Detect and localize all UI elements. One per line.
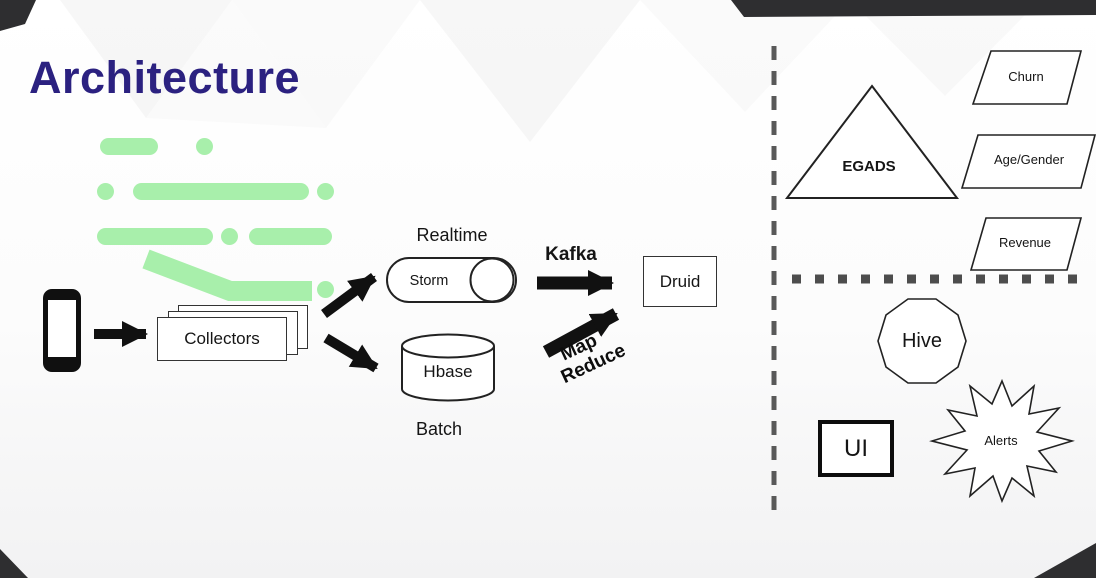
collectors-to-hbase-arrow — [323, 333, 379, 373]
alerts-label: Alerts — [984, 433, 1018, 448]
collectors-box: Collectors — [157, 317, 287, 361]
green-dot — [221, 228, 238, 245]
storm-cylinder — [386, 257, 517, 303]
egads-label: EGADS — [842, 158, 896, 175]
realtime-label: Realtime — [416, 225, 488, 245]
batch-label: Batch — [415, 419, 463, 439]
ui-label: UI — [844, 434, 868, 462]
slide-title: Architecture — [29, 52, 301, 103]
phone-icon — [43, 289, 81, 372]
age-gender-shape — [960, 134, 1096, 189]
egads-triangle — [784, 84, 960, 199]
age-gender-label: Age/Gender — [993, 152, 1065, 167]
alerts-burst — [929, 378, 1075, 504]
corner-decoration — [1034, 543, 1096, 578]
green-dot — [97, 183, 114, 200]
storm-label: Storm — [409, 273, 449, 289]
ui-box: UI — [818, 420, 894, 477]
corner-decoration — [0, 0, 36, 31]
druid-box: Druid — [643, 256, 717, 307]
green-bar — [133, 183, 309, 200]
green-bar — [100, 138, 158, 155]
corner-decoration — [0, 549, 28, 578]
druid-label: Druid — [659, 271, 701, 291]
churn-label: Churn — [1008, 69, 1044, 84]
churn-shape — [971, 50, 1083, 105]
revenue-shape — [969, 217, 1083, 271]
hbase-cylinder-top — [401, 333, 495, 359]
green-dot — [196, 138, 213, 155]
collectors-label: Collectors — [184, 329, 260, 348]
map-reduce-arrow — [542, 308, 620, 358]
hbase-label: Hbase — [423, 362, 473, 381]
green-dot — [317, 281, 334, 298]
storm-cylinder-cap — [469, 257, 515, 303]
green-bar — [249, 228, 332, 245]
green-bar — [97, 228, 213, 245]
hive-label: Hive — [901, 330, 942, 352]
corner-decoration — [731, 0, 1096, 17]
green-diagonal-bar — [142, 249, 312, 301]
green-dot — [317, 183, 334, 200]
collectors-to-storm-arrow — [321, 272, 377, 319]
hive-shape — [877, 298, 967, 384]
kafka-label: Kafka — [545, 244, 597, 265]
hbase-cylinder — [401, 346, 495, 402]
revenue-label: Revenue — [998, 235, 1052, 250]
